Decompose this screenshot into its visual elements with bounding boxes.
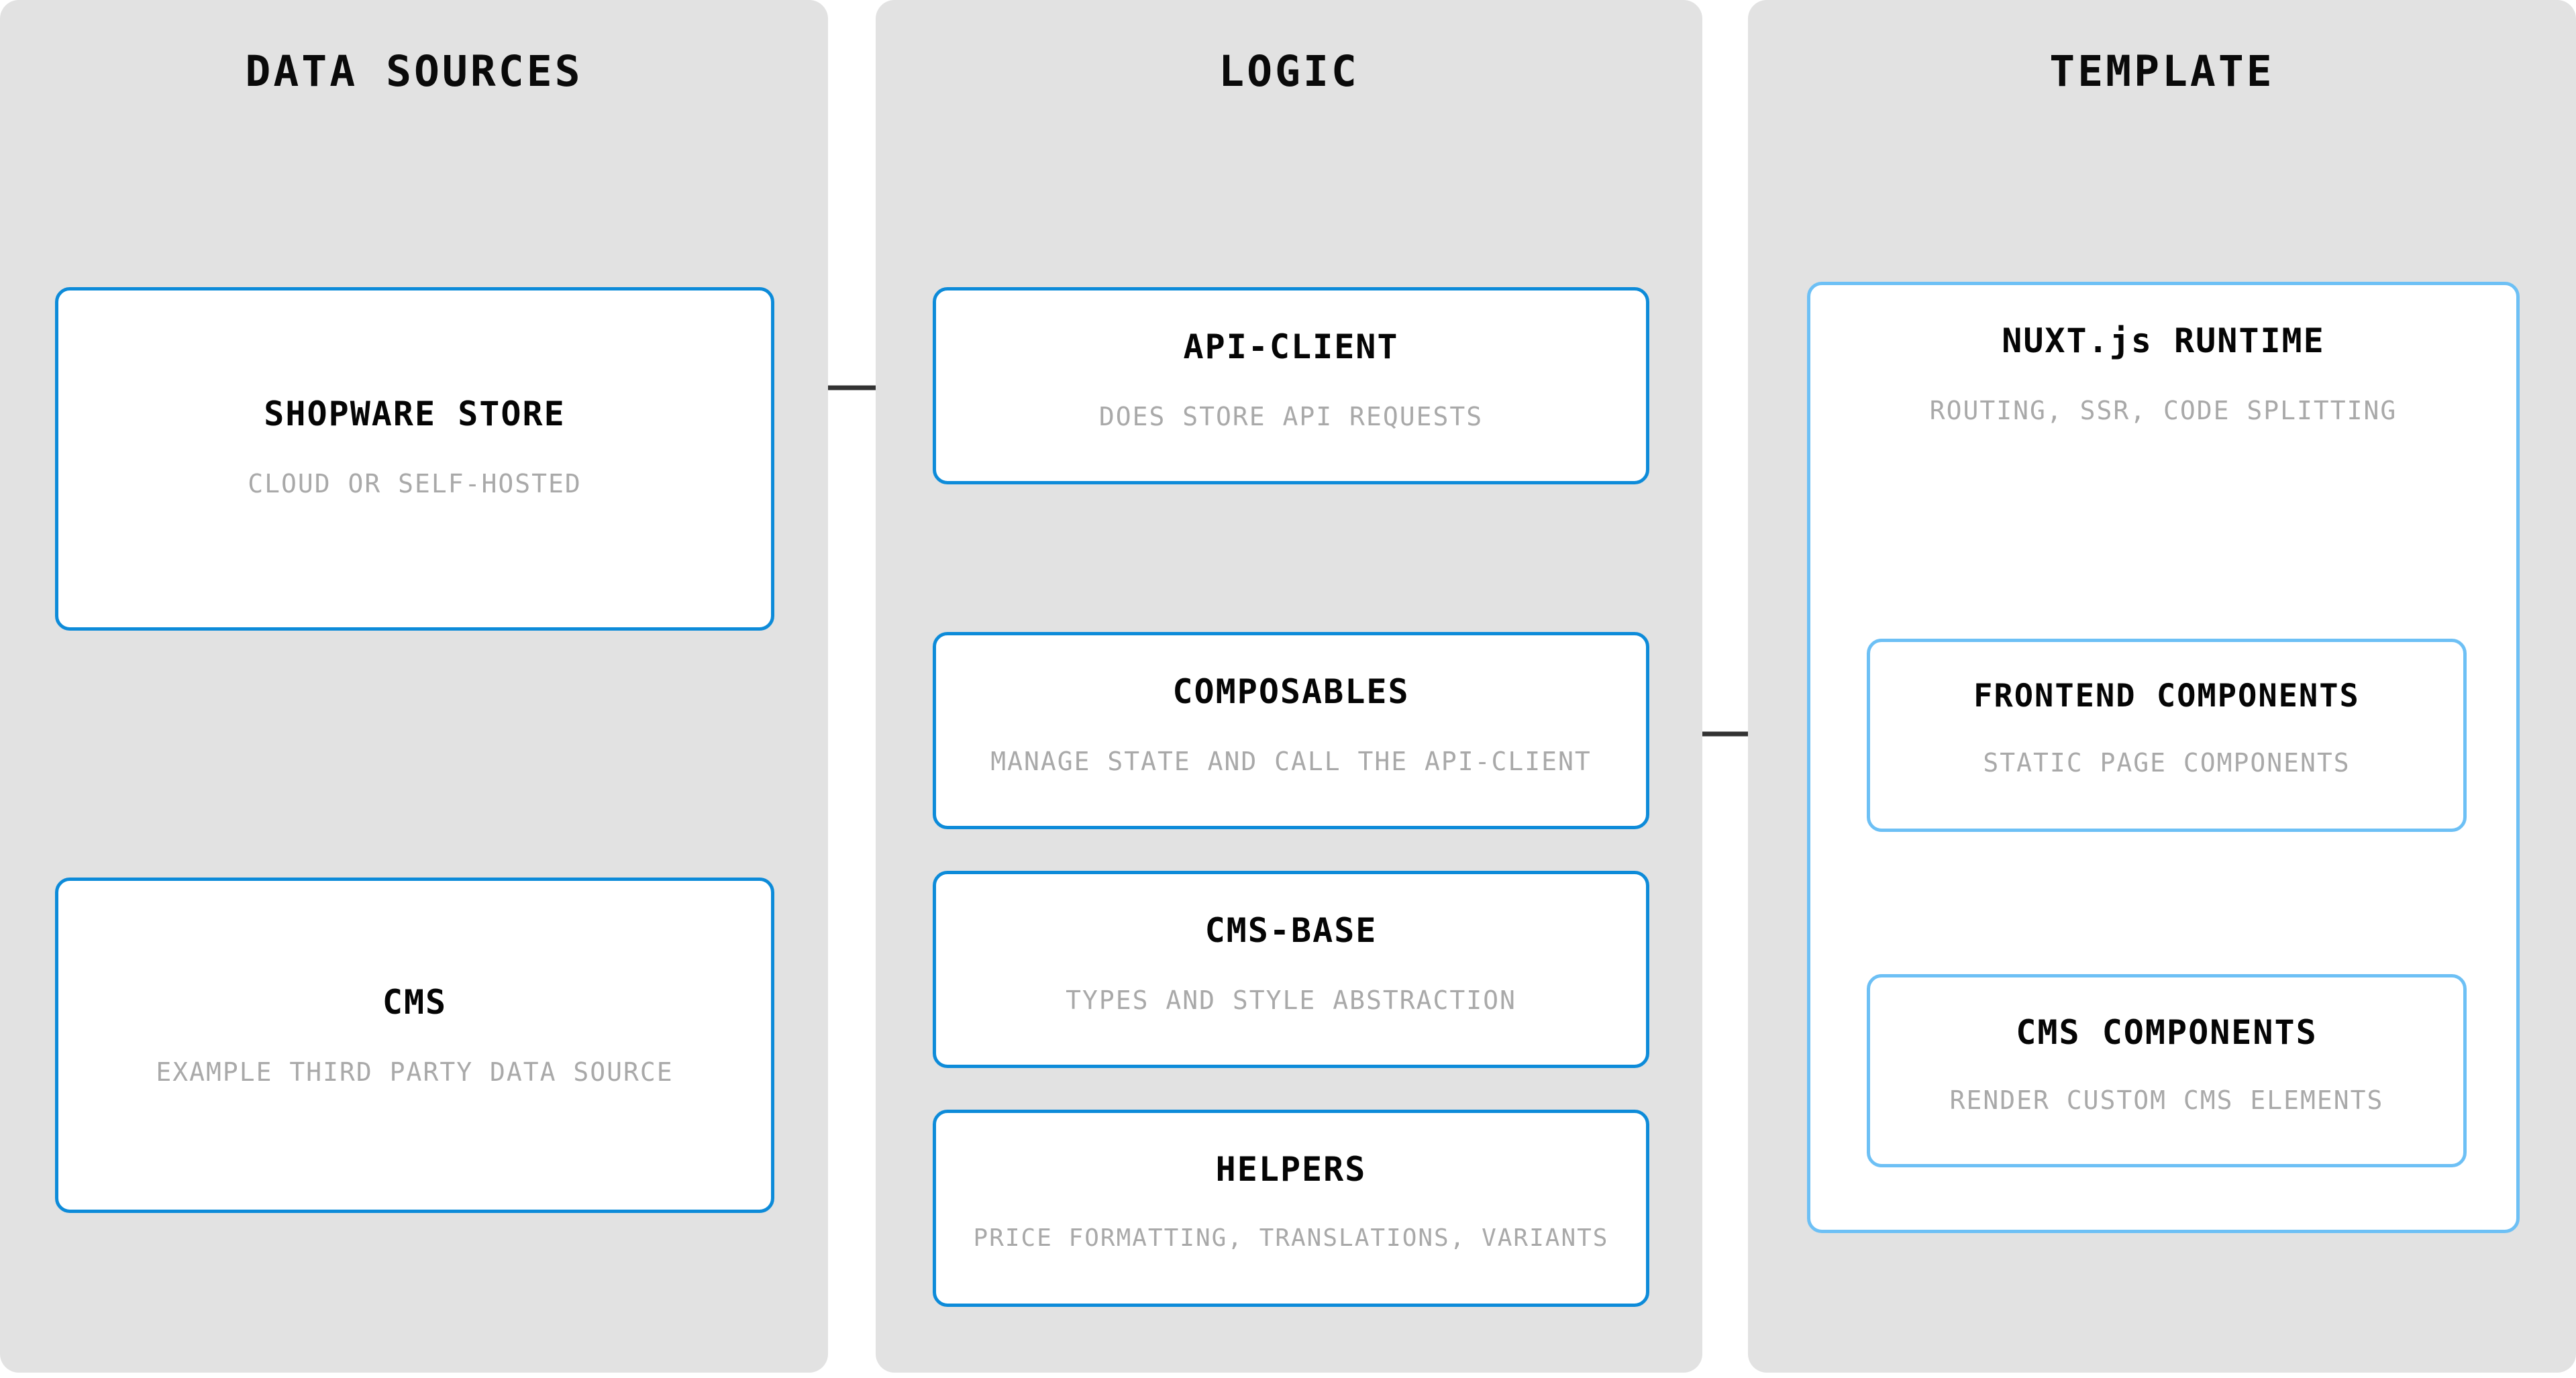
node-composables-title: COMPOSABLES [1172, 672, 1410, 711]
node-nuxt-runtime-subtitle: ROUTING, SSR, CODE SPLITTING [1929, 396, 2398, 425]
node-cms-base[interactable]: CMS-BASE TYPES AND STYLE ABSTRACTION [933, 871, 1649, 1068]
node-cms-base-subtitle: TYPES AND STYLE ABSTRACTION [1066, 986, 1516, 1015]
node-cms-components-subtitle: RENDER CUSTOM CMS ELEMENTS [1949, 1085, 2384, 1115]
node-helpers-title: HELPERS [1215, 1150, 1367, 1189]
node-composables-subtitle: MANAGE STATE AND CALL THE API-CLIENT [990, 747, 1592, 776]
node-shopware-store-title: SHOPWARE STORE [264, 394, 566, 433]
node-api-client[interactable]: API-CLIENT DOES STORE API REQUESTS [933, 287, 1649, 484]
node-shopware-store[interactable]: SHOPWARE STORE CLOUD OR SELF-HOSTED [55, 287, 774, 631]
node-api-client-title: API-CLIENT [1183, 327, 1399, 366]
column-title-data-sources: DATA SOURCES [245, 47, 583, 96]
node-cms-title: CMS [382, 983, 448, 1022]
node-cms-components-title: CMS COMPONENTS [2016, 1013, 2318, 1052]
node-frontend-components-subtitle: STATIC PAGE COMPONENTS [1983, 748, 2351, 778]
node-frontend-components-title: FRONTEND COMPONENTS [1973, 678, 2360, 714]
node-api-client-subtitle: DOES STORE API REQUESTS [1098, 402, 1484, 431]
node-cms-components[interactable]: CMS COMPONENTS RENDER CUSTOM CMS ELEMENT… [1867, 974, 2467, 1167]
node-shopware-store-subtitle: CLOUD OR SELF-HOSTED [248, 469, 582, 498]
node-nuxt-runtime-title: NUXT.js RUNTIME [2002, 321, 2325, 360]
node-composables[interactable]: COMPOSABLES MANAGE STATE AND CALL THE AP… [933, 632, 1649, 829]
column-title-logic: LOGIC [1219, 47, 1359, 96]
node-frontend-components[interactable]: FRONTEND COMPONENTS STATIC PAGE COMPONEN… [1867, 639, 2467, 832]
node-cms[interactable]: CMS EXAMPLE THIRD PARTY DATA SOURCE [55, 878, 774, 1213]
node-helpers[interactable]: HELPERS PRICE FORMATTING, TRANSLATIONS, … [933, 1110, 1649, 1307]
node-helpers-subtitle: PRICE FORMATTING, TRANSLATIONS, VARIANTS [973, 1224, 1609, 1252]
node-cms-subtitle: EXAMPLE THIRD PARTY DATA SOURCE [156, 1057, 674, 1087]
node-cms-base-title: CMS-BASE [1204, 911, 1378, 950]
column-title-template: TEMPLATE [2049, 47, 2275, 96]
